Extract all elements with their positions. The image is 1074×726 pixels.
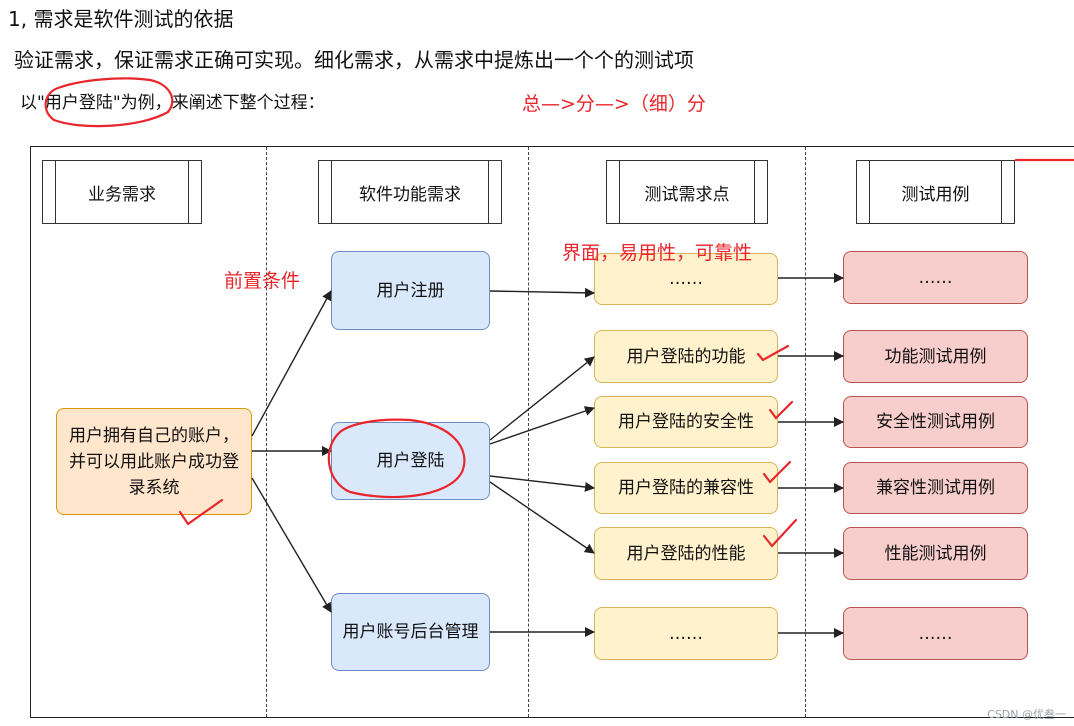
function-account-node: 用户账号后台管理 [331,593,490,671]
column-header-function-label: 软件功能需求 [359,184,461,205]
ink-tick-security [768,400,794,420]
watermark: CSDN @优叁一 [987,708,1066,721]
testpoint-perf-node: 用户登陆的性能 [594,527,778,580]
ink-tick-func [756,344,790,362]
column-header-testpoint: 测试需求点 [606,160,768,224]
arrow-login-to-security [489,406,595,445]
page-heading: 1, 需求是软件测试的依据 [8,7,234,31]
testcase-function-node: 功能测试用例 [843,330,1028,383]
ink-circle-login-text [44,77,174,128]
testcase-perf-node: 性能测试用例 [843,527,1028,580]
testcase-bottom-node: …… [843,607,1028,660]
arrow-login-to-compat [489,475,595,492]
arrow-login-to-func [489,356,595,441]
ink-tick-perf [762,518,798,548]
lane-divider-2 [528,147,529,717]
column-header-testcase-label: 测试用例 [901,184,970,205]
lane-divider-3 [805,147,806,717]
testpoint-security-node: 用户登陆的安全性 [594,396,778,448]
arrow-business-to-account [251,477,332,613]
column-header-testpoint-label: 测试需求点 [644,184,730,205]
testcase-top-node: …… [843,251,1028,304]
annotation-quality: 界面，易用性，可靠性 [562,242,753,264]
diagram-frame [30,146,1074,718]
ink-tick-compat [762,460,792,484]
column-header-testcase: 测试用例 [856,160,1015,224]
column-header-function: 软件功能需求 [318,160,502,224]
annotation-flow: 总—>分—>（细）分 [522,93,706,115]
column-header-business-label: 业务需求 [88,184,156,205]
function-login-node: 用户登陆 [331,422,490,500]
testpoint-top-node: …… [594,253,778,305]
arrow-register-to-testpoint [489,287,595,298]
testpoint-function-node: 用户登陆的功能 [594,330,778,383]
testpoint-bottom-node: …… [594,607,778,660]
arrow-business-to-register [251,290,332,437]
function-register-node: 用户注册 [331,251,490,330]
business-requirement-node: 用户拥有自己的账户，并可以用此账户成功登录系统 [56,408,252,515]
lane-divider-1 [266,147,267,717]
intro-sentence: 验证需求，保证需求正确可实现。细化需求，从需求中提炼出一个个的测试项 [14,48,694,72]
column-header-business: 业务需求 [42,160,202,224]
testcase-security-node: 安全性测试用例 [843,396,1028,448]
ink-tick-root [178,498,224,526]
arrow-login-to-perf [489,481,595,554]
ink-circle-login-node [327,418,466,499]
annotation-precondition: 前置条件 [224,270,301,292]
